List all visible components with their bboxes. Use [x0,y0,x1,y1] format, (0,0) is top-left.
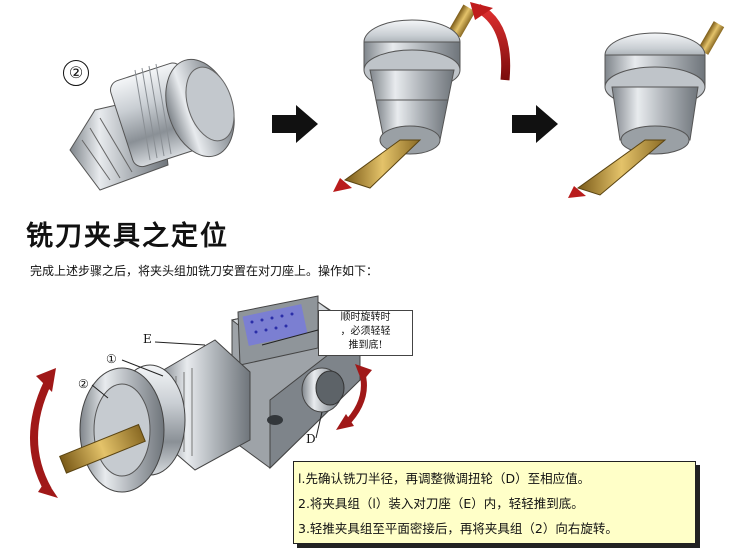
label-part-2: ② [78,377,89,391]
label-E: E [143,332,152,346]
callout-line: 推到底! [348,340,383,351]
fine-adjust-dial [301,367,345,413]
collet-holder-part [69,58,235,191]
instruction-notes-box: l.先确认铣刀半径，再调整微调扭轮（D）至相应值。 2.将夹具组（l）装入对刀座… [293,461,696,544]
callout-line: 顺时旋转时 [340,312,391,323]
step-arrow-2 [512,105,558,143]
assembled-holder-part [333,2,511,192]
label-part-1: ① [106,352,117,366]
top-illustration [69,2,725,198]
step-number-badge: ② [63,60,89,86]
rotation-arrow-left [30,380,52,492]
note-line-3: 3.轻推夹具组至平面密接后，再将夹具组（2）向右旋转。 [298,521,618,536]
tightened-holder-part [568,21,725,198]
instruction-subtitle: 完成上述步骤之后，将夹头组加铣刀安置在对刀座上。操作如下： [30,264,379,278]
note-line-2: 2.将夹具组（l）装入对刀座（E）内，轻轻推到底。 [298,496,584,511]
holder-assembly-2 [59,367,165,493]
section-heading: 铣刀夹具之定位 [26,221,229,252]
callout-note: 顺时旋转时 ，必须轻轻 推到底! [318,310,413,356]
label-D: D [306,432,316,446]
step-arrow-1 [272,105,318,143]
note-line-1: l.先确认铣刀半径，再调整微调扭轮（D）至相应值。 [298,471,591,486]
callout-line: ，必须轻轻 [340,326,391,337]
